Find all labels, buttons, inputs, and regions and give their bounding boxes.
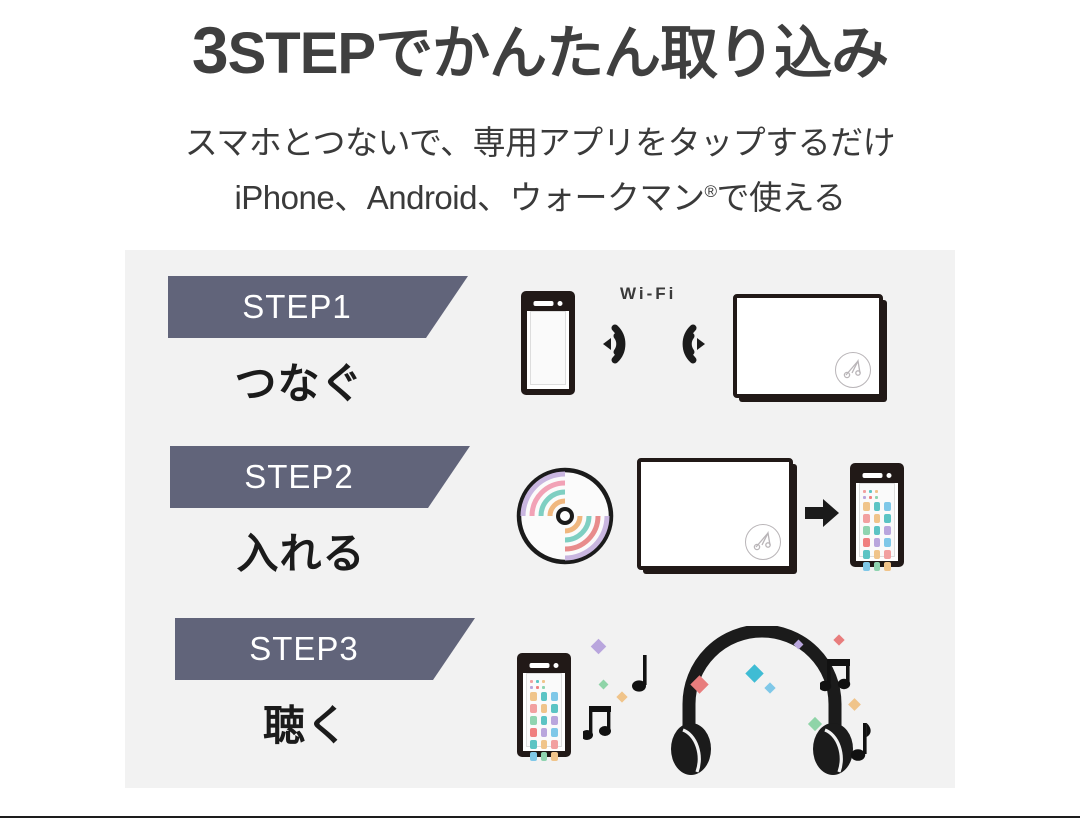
music-note-beamed-icon [583,706,611,740]
step-row-1: STEP1 つなぐ Wi-Fi [125,276,955,446]
headphones-icon [671,626,853,775]
phone-screen-blank [530,311,566,385]
app-row [863,514,892,523]
cd-drive-icon [637,458,793,570]
smartphone-icon [521,291,575,395]
step-banner-label-1: STEP1 [242,288,352,325]
registered-mark: ® [704,182,717,201]
step-banner-2: STEP2 [170,446,470,508]
app-row [863,538,892,547]
app-row [530,704,559,713]
app-dot-row [530,686,558,689]
wifi-label: Wi-Fi [620,284,677,303]
music-note-single-icon [850,723,871,761]
app-row [863,550,892,559]
step-jp-label-1: つなぐ [234,360,364,407]
compact-disc-icon [516,467,614,565]
phone-speaker-bar [529,663,559,668]
step-illustration-2 [505,446,955,616]
title-number: 3 [191,13,229,87]
cd-drive-icon [733,294,883,398]
title-rest: STEPでかんたん取り込み [227,21,889,86]
phone-speaker-bar [533,301,563,306]
app-row [530,692,559,701]
wifi-signal-left-icon [603,324,626,364]
step-jp-label-3: 聴く [262,702,349,749]
subtitle-line-1: スマホとつないで、専用アプリをタップするだけ [184,124,896,161]
music-note-beamed-icon [820,659,851,692]
confetti-diamond [590,638,607,655]
app-row [530,728,559,737]
steps-panel: STEP1 つなぐ Wi-Fi [125,250,955,788]
subtitle-line-2: iPhone、Android、ウォークマン®で使える [0,171,1080,219]
arrow-right-icon [805,499,839,527]
confetti-diamond [598,679,609,690]
phone-speaker-bar [862,473,892,478]
step-row-3: STEP3 聴く [125,618,955,788]
step-row-2: STEP2 入れる [125,446,955,616]
subtitle-line-2-post: で使える [716,179,847,216]
step-illustration-3 [505,618,955,788]
app-row [863,526,892,535]
phone-camera [557,301,563,306]
phone-app-grid [860,487,894,571]
step-jp-label-2: 入れる [236,530,366,577]
music-note-single-icon [632,655,647,692]
app-row [863,502,892,511]
step-banner-label-2: STEP2 [244,458,354,495]
music-note-circle-logo [745,524,781,560]
page-title: 3STEPでかんたん取り込み [0,6,1080,90]
app-dot-row [863,496,891,499]
step-illustration-1: Wi-Fi [505,276,955,446]
music-note-circle-logo [835,352,871,388]
subtitle-line-2-pre: iPhone、Android、ウォークマン [234,179,705,216]
confetti-diamond [616,691,628,703]
step-block-3: STEP3 聴く [175,618,475,753]
app-row [863,562,892,571]
bottom-divider [0,816,1080,818]
step-banner-3: STEP3 [175,618,475,680]
phone-speaker [862,473,883,478]
phone-speaker [533,301,554,306]
phone-camera [886,473,892,478]
app-row [530,716,559,725]
phone-camera [553,663,559,668]
phone-speaker [529,663,550,668]
app-row [530,740,559,749]
step-banner-label-3: STEP3 [249,630,359,667]
app-dot-row [863,490,891,493]
smartphone-icon [517,653,571,761]
app-dot-row [530,680,558,683]
step-block-1: STEP1 つなぐ [168,276,468,411]
smartphone-icon [850,463,904,571]
phone-app-grid [527,677,561,761]
wifi-signal-right-icon [682,324,705,364]
app-row [530,752,559,761]
step-block-2: STEP2 入れる [170,446,470,581]
step-banner-1: STEP1 [168,276,468,338]
